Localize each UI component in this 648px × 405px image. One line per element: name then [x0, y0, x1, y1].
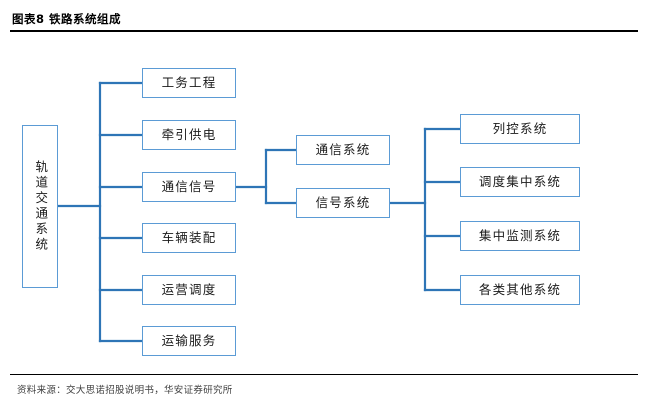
railway-system-tree-diagram: 轨道交通系统 工务工程 牵引供电 通信信号 车辆装配 运营调度 运输服务 通信系… — [0, 34, 648, 372]
connector-lines — [56, 81, 462, 343]
node-root-rail-transit-system[interactable]: 轨道交通系统 — [22, 125, 58, 288]
node-xinhao-xitong[interactable]: 信号系统 — [296, 188, 390, 218]
footer-divider — [10, 374, 638, 375]
node-yunshu-fuwu[interactable]: 运输服务 — [142, 326, 236, 356]
page-title: 图表8 铁路系统组成 — [12, 12, 122, 26]
node-diaodu-jizhong-xitong[interactable]: 调度集中系统 — [460, 167, 580, 197]
node-cheliang-zhuangpei[interactable]: 车辆装配 — [142, 223, 236, 253]
source-note: 资料来源：交大思诺招股说明书，华安证券研究所 — [17, 385, 233, 396]
node-liekong-xitong[interactable]: 列控系统 — [460, 114, 580, 144]
node-yunying-diaodu[interactable]: 运营调度 — [142, 275, 236, 305]
title-divider — [10, 30, 638, 32]
node-qianyin-gongdian[interactable]: 牵引供电 — [142, 120, 236, 150]
node-gongwu-gongcheng[interactable]: 工务工程 — [142, 68, 236, 98]
node-tongxin-xinhao[interactable]: 通信信号 — [142, 172, 236, 202]
node-gelei-qita-xitong[interactable]: 各类其他系统 — [460, 275, 580, 305]
node-tongxin-xitong[interactable]: 通信系统 — [296, 135, 390, 165]
node-jizhong-jiance-xitong[interactable]: 集中监测系统 — [460, 221, 580, 251]
